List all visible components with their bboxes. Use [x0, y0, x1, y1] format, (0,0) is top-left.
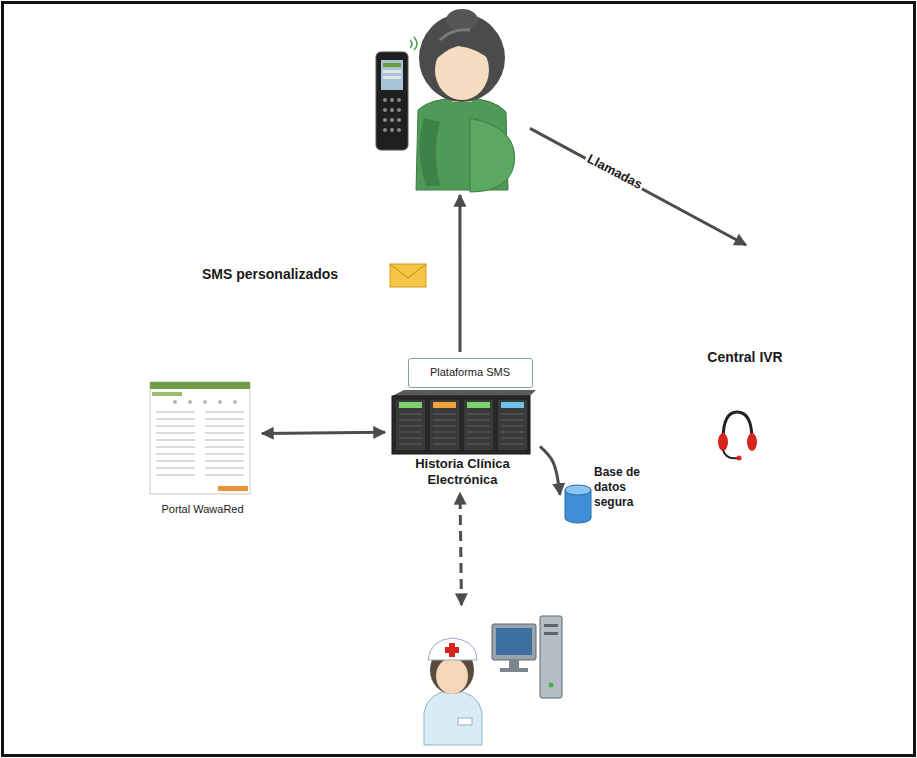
server-node: Historia Clínica Electrónica Plataforma S… [385, 352, 540, 493]
database-node: Base de datos segura [560, 465, 658, 527]
sms-platform-box: Plataforma SMS [408, 358, 533, 388]
nurse-figure [424, 638, 482, 745]
dashed-connector [460, 493, 461, 605]
edge-label: SMS personalizados [200, 266, 340, 282]
node-label: Base de datos segura [594, 465, 656, 510]
edge-label: Llamadas [583, 150, 647, 193]
envelope-icon [390, 264, 426, 287]
portal-screenshot [150, 382, 250, 494]
woman-figure [416, 9, 515, 192]
arrow-connector [262, 432, 385, 433]
node-label: Central IVR [690, 349, 800, 367]
computer-icon [492, 616, 562, 698]
nurse-node [415, 605, 565, 750]
node-label: Plataforma SMS [409, 366, 531, 380]
headset-icon [718, 412, 757, 461]
ivr-node: Central IVR [690, 245, 802, 460]
frame [3, 3, 915, 756]
arrow-connector [540, 446, 560, 494]
arrow-connector [458, 195, 461, 352]
server-rack [392, 390, 536, 454]
mobile-phone [376, 37, 417, 150]
woman-figure-node [375, 10, 530, 195]
database-cylinder [565, 485, 591, 523]
portal-node: Portal WawaRed [145, 375, 262, 521]
node-label: Portal WawaRed [145, 503, 260, 517]
node-label: Historia Clínica Electrónica [390, 456, 535, 489]
arrow-connector [530, 128, 746, 245]
